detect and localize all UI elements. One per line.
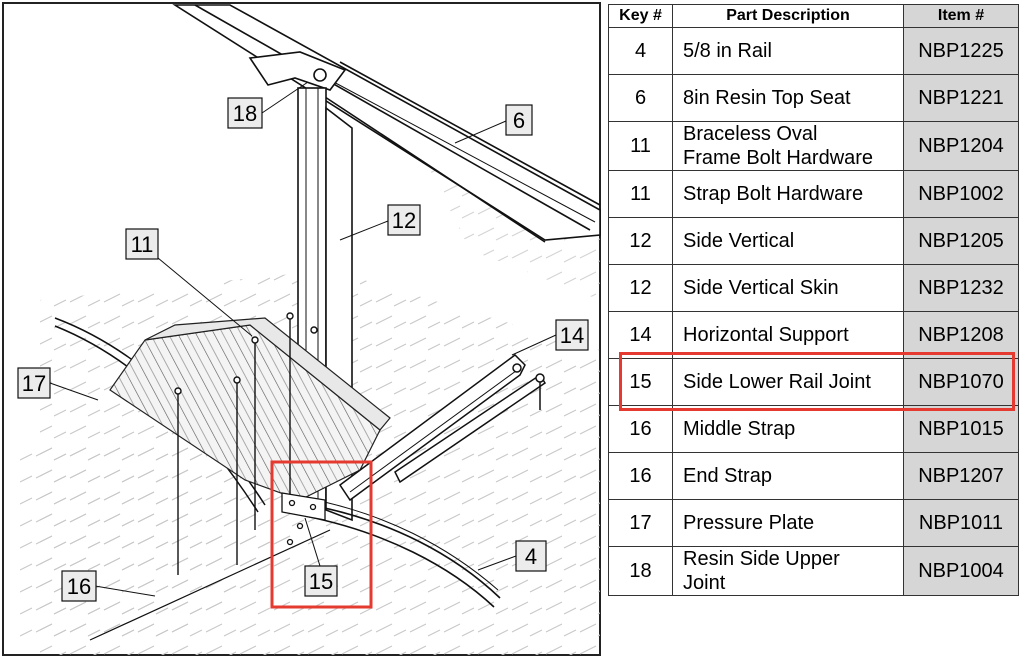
- corrugated-strap-panel: [109, 317, 391, 501]
- row-key: 12: [608, 264, 673, 312]
- row-item: NBP1221: [903, 74, 1019, 122]
- callout-16: 16: [61, 570, 97, 602]
- row-key: 11: [608, 170, 673, 218]
- row-description: Side Vertical: [672, 217, 904, 265]
- row-item: NBP1232: [903, 264, 1019, 312]
- row-item: NBP1015: [903, 405, 1019, 453]
- svg-text:16: 16: [67, 574, 91, 599]
- row-item: NBP1205: [903, 217, 1019, 265]
- callout-17: 17: [17, 367, 51, 399]
- callout-11: 11: [125, 228, 159, 260]
- bolts: [174, 312, 318, 575]
- row-description: Horizontal Support: [672, 311, 904, 359]
- exploded-parts-diagram: 18 6 12 11 14 17 15 4 16: [2, 2, 601, 656]
- callout-12: 12: [387, 204, 421, 236]
- callout-15: 15: [304, 565, 338, 597]
- row-description: Resin Side Upper Joint: [672, 546, 904, 596]
- svg-text:6: 6: [513, 108, 525, 133]
- table-row-highlighted: 15 Side Lower Rail Joint NBP1070: [608, 358, 1019, 406]
- row-item: NBP1002: [903, 170, 1019, 218]
- table-row: 17 Pressure Plate NBP1011: [608, 499, 1019, 547]
- svg-text:15: 15: [309, 569, 333, 594]
- row-description: End Strap: [672, 452, 904, 500]
- rail-joint: [281, 492, 326, 546]
- callout-14: 14: [555, 319, 589, 351]
- callout-6: 6: [505, 104, 533, 136]
- leader-lines: [49, 81, 557, 597]
- ground-edge: [89, 529, 331, 641]
- row-key: 12: [608, 217, 673, 265]
- svg-text:11: 11: [131, 232, 154, 257]
- callout-18: 18: [227, 97, 263, 129]
- row-description: Pressure Plate: [672, 499, 904, 547]
- svg-text:12: 12: [392, 208, 416, 233]
- table-row: 12 Side Vertical NBP1205: [608, 217, 1019, 265]
- row-key: 11: [608, 121, 673, 171]
- row-item: NBP1011: [903, 499, 1019, 547]
- table-row: 4 5/8 in Rail NBP1225: [608, 27, 1019, 75]
- row-key: 18: [608, 546, 673, 596]
- row-description: 5/8 in Rail: [672, 27, 904, 75]
- row-item: NBP1225: [903, 27, 1019, 75]
- table-row: 14 Horizontal Support NBP1208: [608, 311, 1019, 359]
- part-15-highlight-box: [270, 460, 373, 609]
- row-key: 4: [608, 27, 673, 75]
- row-item: NBP1208: [903, 311, 1019, 359]
- lower-rail-right: [299, 496, 501, 608]
- table-row: 11 Braceless Oval Frame Bolt Hardware NB…: [608, 121, 1019, 171]
- table-row: 11 Strap Bolt Hardware NBP1002: [608, 170, 1019, 218]
- header-description: Part Description: [672, 4, 904, 28]
- table-row: 18 Resin Side Upper Joint NBP1004: [608, 546, 1019, 596]
- table-row: 6 8in Resin Top Seat NBP1221: [608, 74, 1019, 122]
- svg-text:18: 18: [233, 101, 257, 126]
- table-header-row: Key # Part Description Item #: [608, 4, 1019, 28]
- table-row: 16 Middle Strap NBP1015: [608, 405, 1019, 453]
- table-row-highlight-box: [619, 352, 1015, 411]
- horizontal-support: [338, 354, 547, 502]
- table-row: 12 Side Vertical Skin NBP1232: [608, 264, 1019, 312]
- row-key: 16: [608, 452, 673, 500]
- row-description: Strap Bolt Hardware: [672, 170, 904, 218]
- svg-text:17: 17: [22, 371, 46, 396]
- callout-4: 4: [515, 540, 547, 572]
- row-description: Middle Strap: [672, 405, 904, 453]
- row-description: Braceless Oval Frame Bolt Hardware: [672, 121, 904, 171]
- row-item: NBP1070: [903, 358, 1019, 406]
- svg-text:4: 4: [525, 544, 537, 569]
- header-item: Item #: [903, 4, 1019, 28]
- header-key: Key #: [608, 4, 673, 28]
- row-key: 17: [608, 499, 673, 547]
- table-row: 16 End Strap NBP1207: [608, 452, 1019, 500]
- row-item: NBP1004: [903, 546, 1019, 596]
- row-item: NBP1207: [903, 452, 1019, 500]
- top-seat-rail: [172, 4, 601, 243]
- parts-table: Key # Part Description Item # 4 5/8 in R…: [608, 4, 1019, 596]
- row-key: 15: [608, 358, 673, 406]
- row-key: 6: [608, 74, 673, 122]
- row-description: 8in Resin Top Seat: [672, 74, 904, 122]
- row-key: 16: [608, 405, 673, 453]
- row-item: NBP1204: [903, 121, 1019, 171]
- row-description: Side Vertical Skin: [672, 264, 904, 312]
- svg-text:14: 14: [560, 323, 584, 348]
